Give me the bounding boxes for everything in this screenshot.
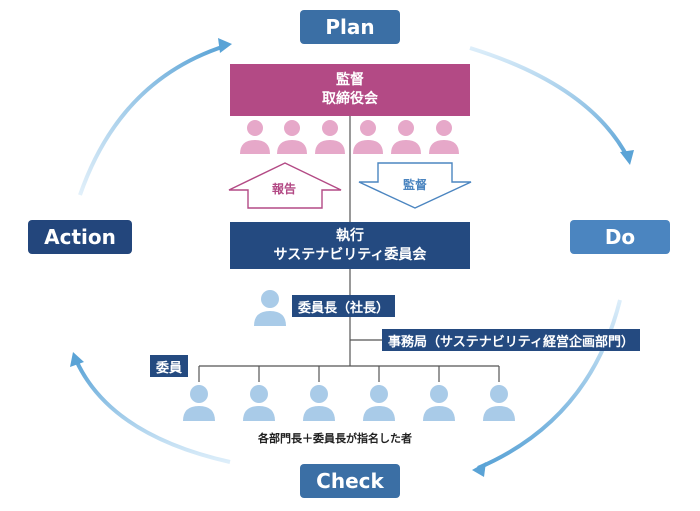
board-members (240, 120, 459, 154)
person-icon (183, 385, 215, 421)
supervise-arrow (358, 162, 472, 209)
cycle-arrowhead-plan (218, 38, 232, 53)
cycle-arrowhead-action (70, 352, 84, 367)
supervise-label: 監督 (403, 178, 428, 192)
person-icon (353, 120, 383, 154)
execution-heading: 執行 (336, 227, 364, 244)
cycle-arrow-plan-to-do (469, 46, 630, 159)
cycle-arrow-action-to-plan (78, 44, 226, 196)
person-icon (423, 385, 455, 421)
person-icon (429, 120, 459, 154)
secretariat-tag: 事務局（サステナビリティ経営企画部門） (382, 329, 640, 351)
person-icon (277, 120, 307, 154)
plan-label: Plan (300, 10, 400, 44)
report-label: 報告 (272, 182, 297, 196)
cycle-arrow-do-to-check (477, 299, 622, 470)
sustainability-committee-box: 執行 サステナビリティ委員会 (230, 222, 470, 269)
chairperson-person-icon (254, 290, 286, 326)
supervision-heading: 監督 (336, 72, 364, 88)
committee-members (183, 385, 515, 421)
person-icon (243, 385, 275, 421)
person-icon (315, 120, 345, 154)
board-of-directors-name: 取締役会 (322, 91, 378, 107)
sustainability-committee-name: サステナビリティ委員会 (273, 246, 427, 263)
person-icon (391, 120, 421, 154)
members-tag: 委員 (150, 355, 189, 377)
person-icon (483, 385, 515, 421)
members-note: 各部門長＋委員長が指名した者 (258, 432, 412, 445)
cycle-arrowhead-do (620, 150, 634, 165)
cycle-arrowhead-check (472, 462, 486, 477)
chairperson-tag: 委員長（社長） (292, 295, 396, 317)
cycle-arrow-check-to-action (74, 359, 231, 464)
person-icon (303, 385, 335, 421)
person-icon (363, 385, 395, 421)
member-drop-lines (198, 366, 500, 382)
do-label: Do (570, 220, 670, 254)
action-label: Action (28, 220, 132, 254)
report-arrow (228, 162, 342, 209)
person-icon (240, 120, 270, 154)
check-label: Check (300, 464, 400, 498)
board-of-directors-box: 監督 取締役会 (230, 64, 470, 116)
